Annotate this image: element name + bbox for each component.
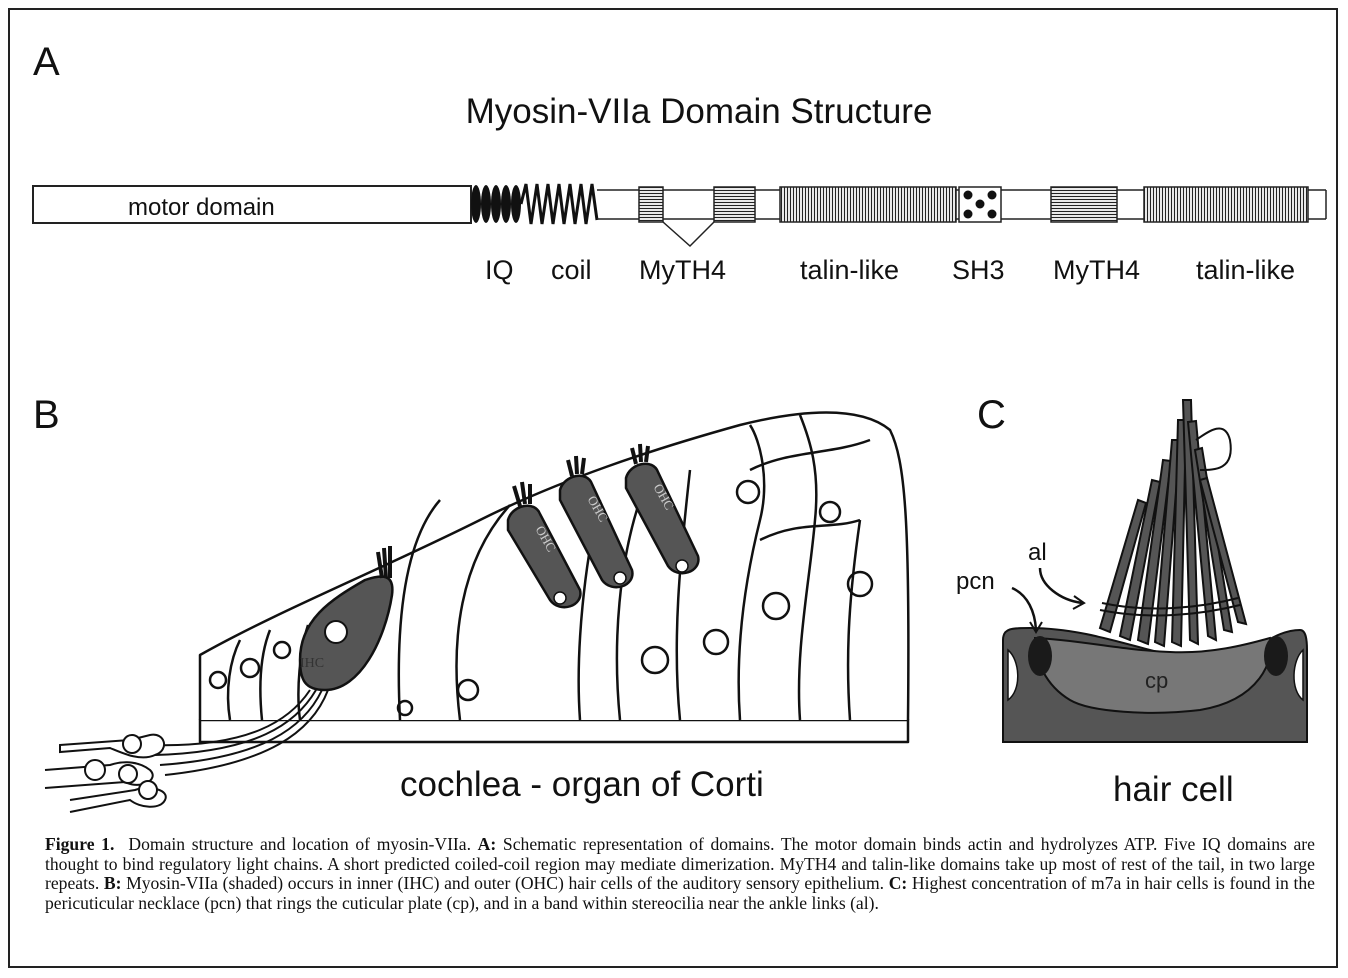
talin-domain-2 bbox=[1144, 187, 1308, 222]
pcn-left bbox=[1028, 636, 1052, 676]
caption-c-key: C: bbox=[889, 873, 908, 893]
figure-caption: Figure 1. Domain structure and location o… bbox=[45, 835, 1315, 913]
talin-domain-1 bbox=[780, 187, 956, 222]
talin-label-1: talin-like bbox=[800, 255, 899, 286]
talin-label-2: talin-like bbox=[1196, 255, 1295, 286]
caption-b-key: B: bbox=[104, 873, 122, 893]
myth4-connector bbox=[663, 222, 714, 246]
cochlea-label: cochlea - organ of Corti bbox=[400, 765, 764, 805]
pcn-arrow bbox=[1012, 588, 1036, 630]
caption-figure-number: Figure 1. bbox=[45, 834, 114, 854]
caption-a-key: A: bbox=[478, 834, 497, 854]
coiled-coil bbox=[521, 184, 597, 224]
al-label: al bbox=[1028, 539, 1047, 566]
coil-label: coil bbox=[551, 255, 592, 286]
myth4-label-1: MyTH4 bbox=[639, 255, 726, 286]
iq-label: IQ bbox=[485, 255, 514, 286]
stereocilia bbox=[1100, 400, 1246, 646]
myth4-domain-1a bbox=[639, 187, 663, 222]
pcn-label: pcn bbox=[956, 568, 995, 595]
caption-b-text: Myosin-VIIa (shaded) occurs in inner (IH… bbox=[126, 873, 884, 893]
hair-cell-label: hair cell bbox=[1113, 770, 1234, 810]
sh3-label: SH3 bbox=[952, 255, 1005, 286]
cp-label: cp bbox=[1145, 668, 1168, 693]
motor-domain-label: motor domain bbox=[128, 194, 275, 222]
iq-domains bbox=[471, 185, 521, 223]
myth4-domain-1b bbox=[714, 187, 755, 222]
myth4-domain-2 bbox=[1051, 187, 1117, 222]
caption-intro: Domain structure and location of myosin-… bbox=[128, 834, 471, 854]
pcn-right bbox=[1264, 636, 1288, 676]
ihc-label: IHC bbox=[300, 656, 324, 671]
myth4-label-2: MyTH4 bbox=[1053, 255, 1140, 286]
pointer-arrows bbox=[1012, 568, 1084, 632]
